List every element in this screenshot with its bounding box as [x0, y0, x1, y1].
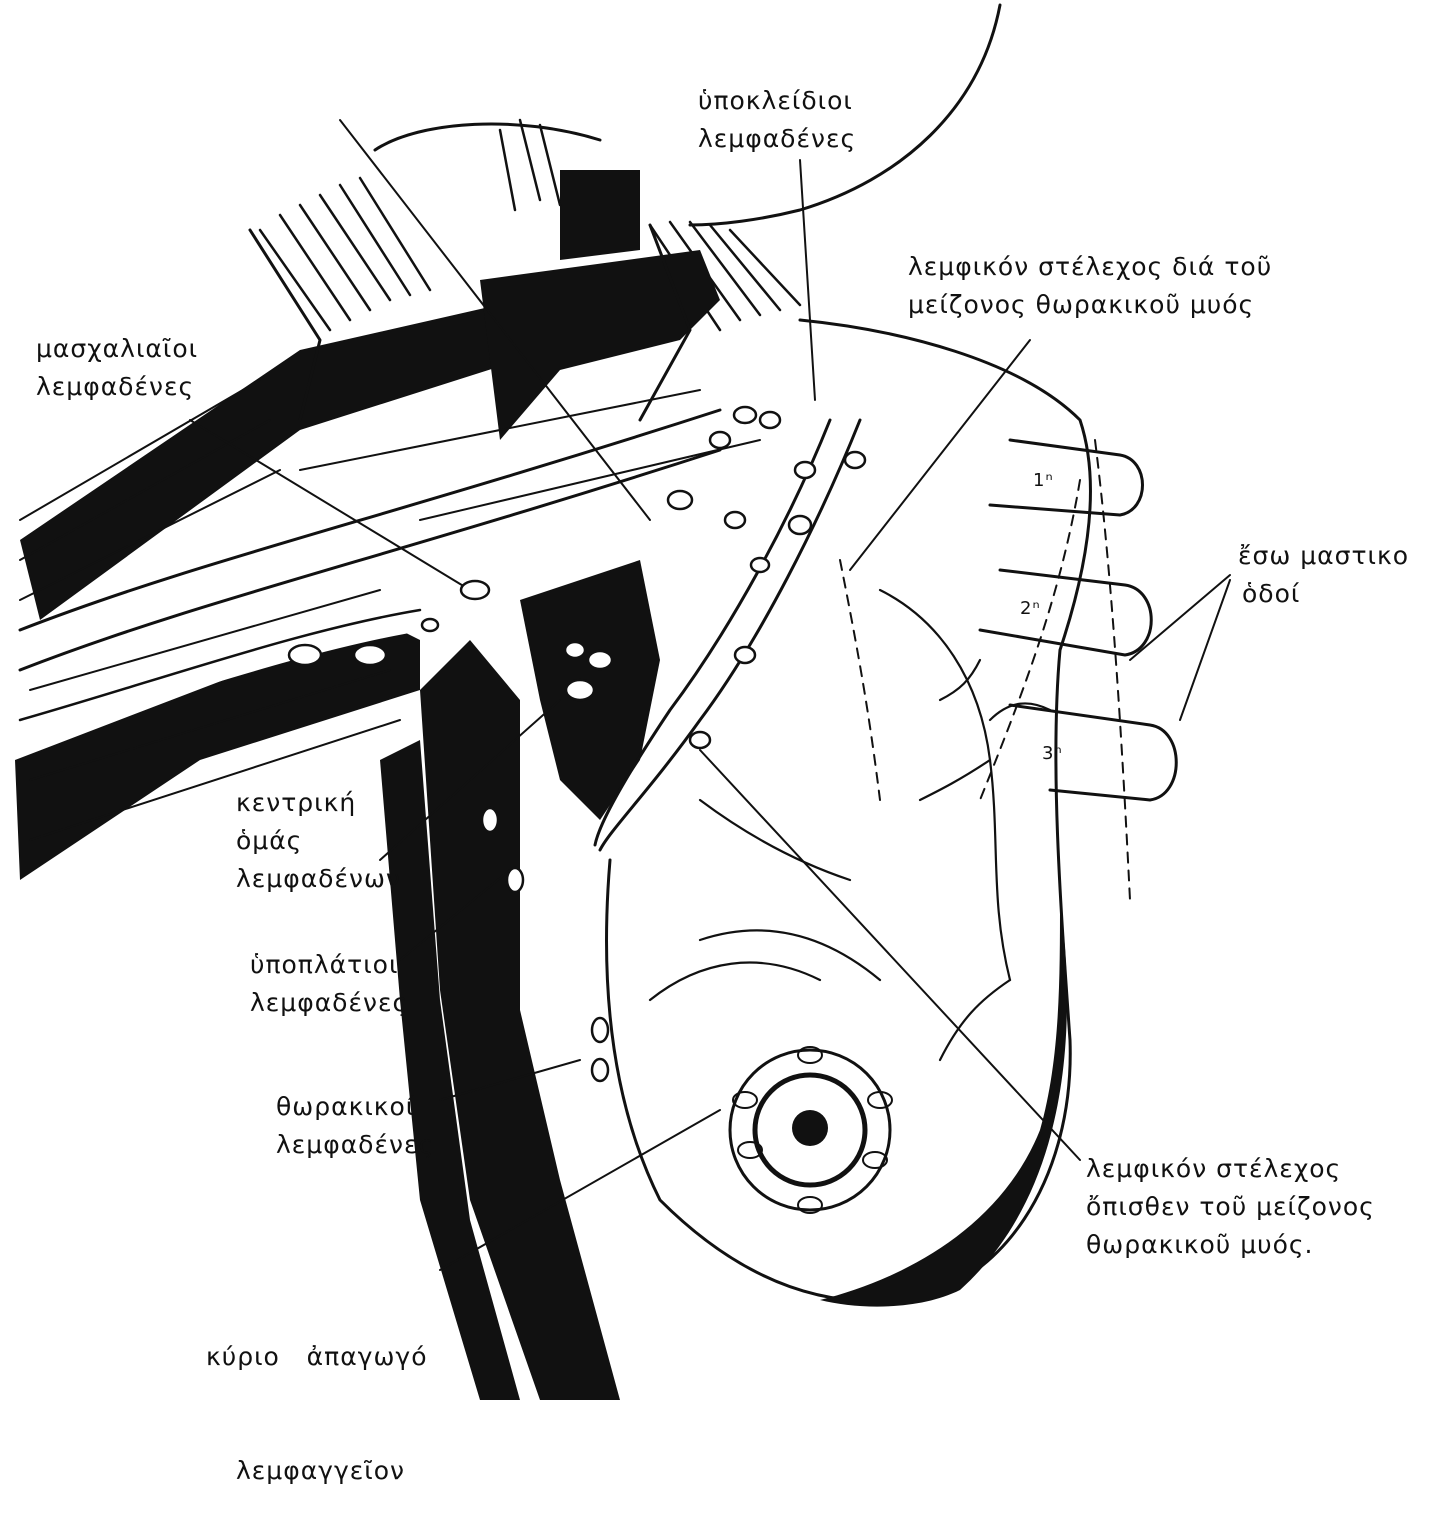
label-line: μασχαλιαῖοι	[36, 330, 198, 368]
leader-internal-1	[1130, 575, 1230, 660]
breast-lymph-vessels	[650, 590, 1050, 1060]
label-line: λεμφικόν στέλεχος	[1086, 1150, 1375, 1188]
label-line: λεμφαδένες	[276, 1126, 434, 1164]
label-line: θωρακικοῦ μυός.	[1086, 1226, 1375, 1264]
label-line: θωρακικοί	[276, 1088, 434, 1126]
label-line: λεμφαδένες	[698, 120, 856, 158]
rib-label-3: 3ⁿ	[1042, 735, 1063, 773]
label-line: ὑποκλείδιοι	[698, 82, 856, 120]
label-subclavian-nodes: ὑποκλείδιοι λεμφαδένες	[698, 82, 856, 158]
label-line: ὑποπλάτιοι	[250, 946, 408, 984]
clavicle-arc	[375, 124, 600, 150]
internal-mammary-paths	[840, 440, 1130, 900]
label-internal-mammary: ἔσω μαστικο ὁδοί	[1238, 537, 1409, 613]
label-line: κεντρική	[236, 784, 401, 822]
label-line: ὁμάς	[236, 822, 401, 860]
label-line: μείζονος θωρακικοῦ μυός	[908, 286, 1272, 324]
rib-label-1: 1ⁿ	[1033, 462, 1054, 500]
label-line: λεμφαδένες	[250, 984, 408, 1022]
label-main-efferent: κύριο ἀπαγωγό λεμφαγγεῖον	[206, 1262, 428, 1528]
leader-internal-2	[1180, 580, 1230, 720]
upper-dark-band-2	[560, 170, 640, 260]
leader-trunk-through	[850, 340, 1030, 570]
label-line: ὁδοί	[1238, 575, 1409, 613]
leader-subclavian	[800, 160, 815, 400]
label-axillary-nodes: μασχαλιαῖοι λεμφαδένες	[36, 330, 198, 406]
label-line: λεμφαγγεῖον	[206, 1452, 428, 1490]
rib-label-2: 2ⁿ	[1020, 590, 1041, 628]
label-line: κύριο ἀπαγωγό	[206, 1338, 428, 1376]
label-subscapular-nodes: ὑποπλάτιοι λεμφαδένες	[250, 946, 408, 1022]
label-trunk-behind-pectoralis: λεμφικόν στέλεχος ὄπισθεν τοῦ μείζονος θ…	[1086, 1150, 1375, 1264]
label-line: λεμφικόν στέλεχος διά τοῦ	[908, 248, 1272, 286]
upper-dark-band	[480, 250, 720, 440]
label-trunk-through-pectoralis: λεμφικόν στέλεχος διά τοῦ μείζονος θωρακ…	[908, 248, 1272, 324]
label-line: λεμφαδένων	[236, 860, 401, 898]
label-central-group: κεντρική ὁμάς λεμφαδένων	[236, 784, 401, 898]
nipple-center	[792, 1110, 828, 1146]
label-pectoral-nodes: θωρακικοί λεμφαδένες	[276, 1088, 434, 1164]
label-line: ἔσω μαστικο	[1238, 537, 1409, 575]
label-line: ὄπισθεν τοῦ μείζονος	[1086, 1188, 1375, 1226]
rib-fingers	[980, 440, 1176, 800]
label-line: λεμφαδένες	[36, 368, 198, 406]
